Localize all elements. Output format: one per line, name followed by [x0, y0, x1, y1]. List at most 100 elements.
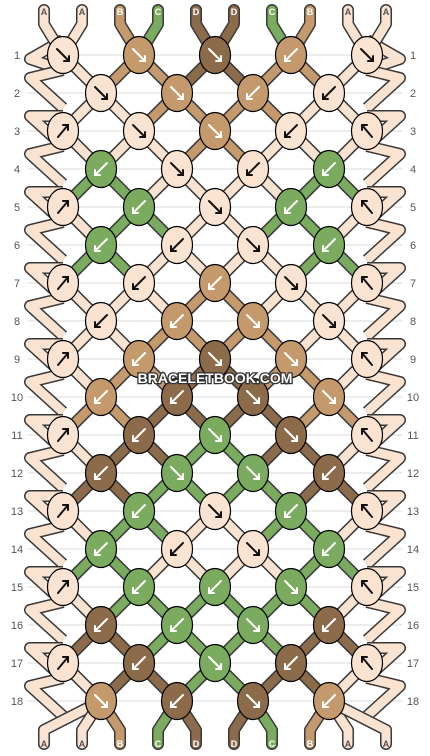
knot-arrowhead: [132, 435, 139, 442]
knot-arrow-sw: [132, 504, 146, 518]
knot-arrowhead: [284, 511, 291, 518]
knot-arrowhead: [62, 656, 69, 663]
knot-arrow-se: [208, 656, 222, 670]
edge-loop: [363, 293, 405, 340]
knot-arrowhead: [62, 352, 69, 359]
strand-letter-top: B: [117, 7, 124, 17]
knot-arrow-ne: [57, 276, 69, 290]
knot-arrowhead: [322, 245, 329, 252]
knot-arrowhead: [253, 397, 260, 404]
knot-layer: [46, 35, 384, 721]
edge-loop: [363, 521, 405, 568]
row-number-right: 2: [410, 88, 416, 100]
knot-arrowhead: [291, 435, 298, 442]
row-number-left: 16: [11, 620, 23, 632]
knot-arrow-se: [94, 86, 108, 100]
knot-arrow-sw: [170, 314, 184, 328]
knot-arrow-se: [246, 466, 260, 480]
knot-arrow-se: [208, 504, 222, 518]
knot-arrowhead: [215, 511, 222, 518]
knot-arrow-se: [208, 352, 222, 366]
edge-loop: [25, 673, 67, 720]
edge-loop: [25, 141, 67, 188]
knot-arrow-sw: [208, 580, 222, 594]
edge-loop: [25, 521, 67, 568]
knot-arrow-sw: [284, 124, 298, 138]
knot-arrow-nw: [361, 656, 373, 670]
knot-arrow-se: [322, 390, 336, 404]
knot-arrowhead: [361, 200, 368, 207]
knot-arrowhead: [246, 93, 253, 100]
strand-letter-bottom: B: [307, 739, 314, 749]
knot-arrow-se: [360, 48, 374, 62]
knot-arrow-se: [322, 314, 336, 328]
knot-arrow-se: [246, 390, 260, 404]
knot-arrow-sw: [132, 200, 146, 214]
knot-arrowhead: [253, 701, 260, 708]
knot-arrowhead: [101, 93, 108, 100]
knot-arrow-se: [246, 694, 260, 708]
knot-arrow-nw: [361, 276, 373, 290]
knot-arrow-sw: [322, 542, 336, 556]
knot-arrow-se: [56, 48, 70, 62]
knot-arrowhead: [101, 701, 108, 708]
knot-arrow-ne: [57, 200, 69, 214]
knot-arrow-sw: [246, 162, 260, 176]
knot-arrow-se: [246, 314, 260, 328]
row-number-left: 8: [14, 316, 20, 328]
knot-arrowhead: [284, 207, 291, 214]
knot-arrow-sw: [246, 86, 260, 100]
knot-arrow-se: [94, 694, 108, 708]
knot-arrowhead: [62, 504, 69, 511]
row-number-right: 15: [407, 582, 419, 594]
knot-arrowhead: [170, 245, 177, 252]
knot-arrow-se: [170, 162, 184, 176]
knot-arrowhead: [322, 625, 329, 632]
knot-arrow-nw: [361, 352, 373, 366]
knot-arrow-sw: [322, 238, 336, 252]
strand-letter-bottom: D: [231, 739, 238, 749]
knot-arrowhead: [322, 169, 329, 176]
knot-arrowhead: [94, 321, 101, 328]
knot-arrowhead: [329, 397, 336, 404]
strand-letter-bottom: A: [383, 739, 390, 749]
knot-arrowhead: [329, 321, 336, 328]
strand-letter-top: A: [79, 7, 86, 17]
strand-letter-bottom: A: [79, 739, 86, 749]
knot-arrowhead: [177, 169, 184, 176]
knot-arrow-se: [246, 542, 260, 556]
row-number-right: 14: [407, 544, 419, 556]
knot-arrow-sw: [170, 542, 184, 556]
knot-arrow-sw: [208, 276, 222, 290]
knot-arrow-sw: [170, 238, 184, 252]
row-number-right: 1: [410, 50, 416, 62]
row-number-left: 6: [14, 240, 20, 252]
knot-arrowhead: [215, 663, 222, 670]
strand-letter-bottom: A: [41, 739, 48, 749]
knot-arrowhead: [253, 245, 260, 252]
knot-arrow-sw: [132, 656, 146, 670]
strand-letter-top: C: [155, 7, 162, 17]
edge-loop: [25, 217, 67, 264]
row-number-right: 17: [407, 658, 419, 670]
knot-arrow-nw: [361, 124, 373, 138]
knot-arrowhead: [62, 428, 69, 435]
knot-arrow-sw: [322, 466, 336, 480]
knot-arrowhead: [284, 131, 291, 138]
knot-arrowhead: [170, 625, 177, 632]
knot-arrowhead: [170, 701, 177, 708]
knot-arrowhead: [215, 207, 222, 214]
knot-arrowhead: [94, 169, 101, 176]
knot-arrow-se: [284, 580, 298, 594]
knot-arrow-se: [208, 124, 222, 138]
knot-arrowhead: [361, 580, 368, 587]
strand-letter-bottom: C: [269, 739, 276, 749]
edge-loop: [25, 369, 67, 416]
strand-letter-top: A: [345, 7, 352, 17]
knot-arrowhead: [132, 587, 139, 594]
edge-loop: [363, 141, 405, 188]
knot-arrowhead: [132, 359, 139, 366]
knot-arrowhead: [94, 245, 101, 252]
knot-arrow-nw: [361, 428, 373, 442]
knot-arrowhead: [322, 549, 329, 556]
